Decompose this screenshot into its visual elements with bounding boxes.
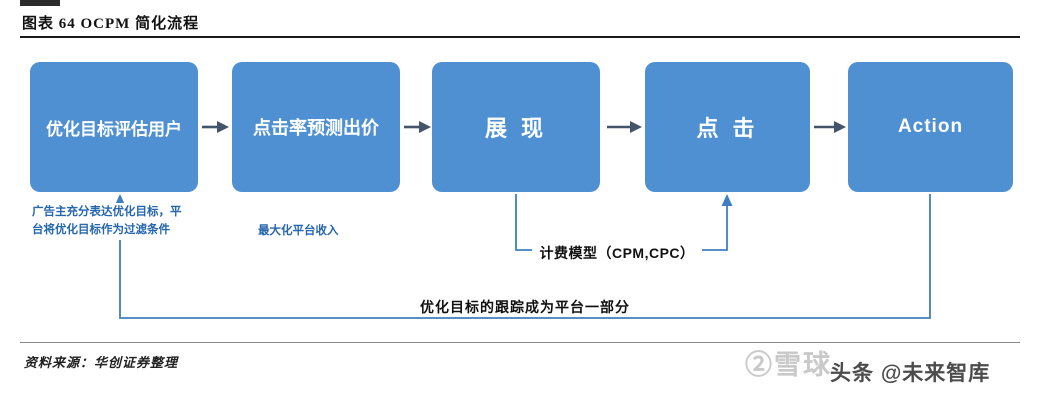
- figure-title: 图表 64 OCPM 简化流程: [22, 16, 200, 32]
- flow-box-label: 点 击: [696, 116, 759, 141]
- flow-box-action: Action: [848, 62, 1013, 192]
- flow-box-label: 展 现: [484, 116, 548, 141]
- note-billing-model: 计费模型（CPM,CPC）: [539, 245, 695, 261]
- footer-rule: [20, 342, 1020, 343]
- title-rule: [20, 36, 1020, 38]
- note-targeting: 广告主充分表达优化目标，平台将优化目标作为过滤条件: [32, 203, 184, 240]
- crop-artifact: [20, 0, 60, 6]
- flow-box-optimize-target: 优化目标评估用户: [30, 62, 198, 192]
- flow-box-impression: 展 现: [432, 62, 600, 192]
- flow-box-click: 点 击: [645, 62, 810, 192]
- source-citation: 资料来源：华创证券整理: [24, 355, 179, 370]
- flow-box-label: Action: [897, 116, 964, 137]
- toutiao-watermark: 头条 @未来智库: [830, 362, 991, 385]
- note-feedback-loop: 优化目标的跟踪成为平台一部分: [420, 299, 630, 315]
- billing-connector-arrowhead: [721, 194, 733, 206]
- flow-box-label: 点击率预测出价: [253, 118, 379, 138]
- flow-box-label: 优化目标评估用户: [46, 119, 182, 139]
- flow-box-ctr-bid: 点击率预测出价: [232, 62, 400, 192]
- xueqiu-watermark: ②雪球: [745, 350, 832, 380]
- note-revenue: 最大化平台收入: [258, 225, 339, 237]
